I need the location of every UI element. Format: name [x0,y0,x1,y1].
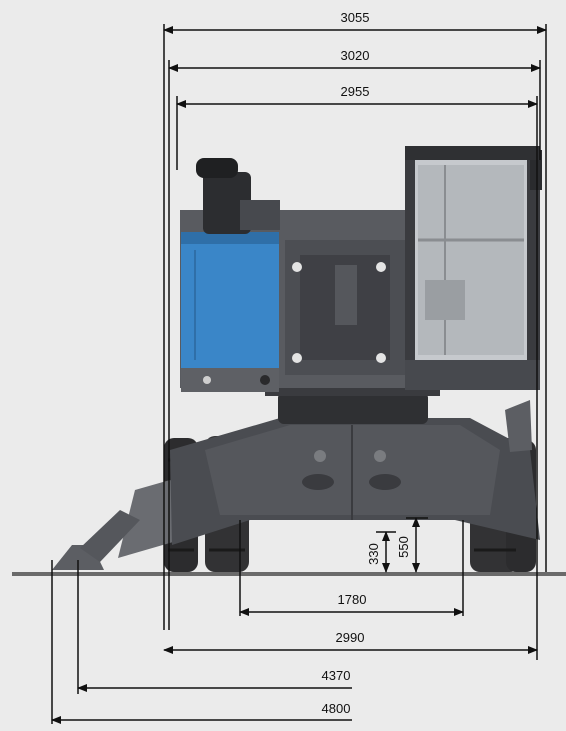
ground-line [12,572,566,576]
dimension-lines [51,24,547,724]
engine-cover-panel [181,232,279,368]
dim-label-4800: 4800 [322,701,351,716]
dim-label-2955: 2955 [341,84,370,99]
dim-label-550: 550 [396,536,411,558]
dim-label-2990: 2990 [336,630,365,645]
dim-label-1780: 1780 [338,592,367,607]
dim-label-3020: 3020 [341,48,370,63]
dim-label-3055: 3055 [341,10,370,25]
machine-illustration [52,146,542,572]
slewing-ring [278,392,428,424]
exhaust-unit [203,172,251,234]
dim-label-330: 330 [366,543,381,565]
dim-label-4370: 4370 [322,668,351,683]
